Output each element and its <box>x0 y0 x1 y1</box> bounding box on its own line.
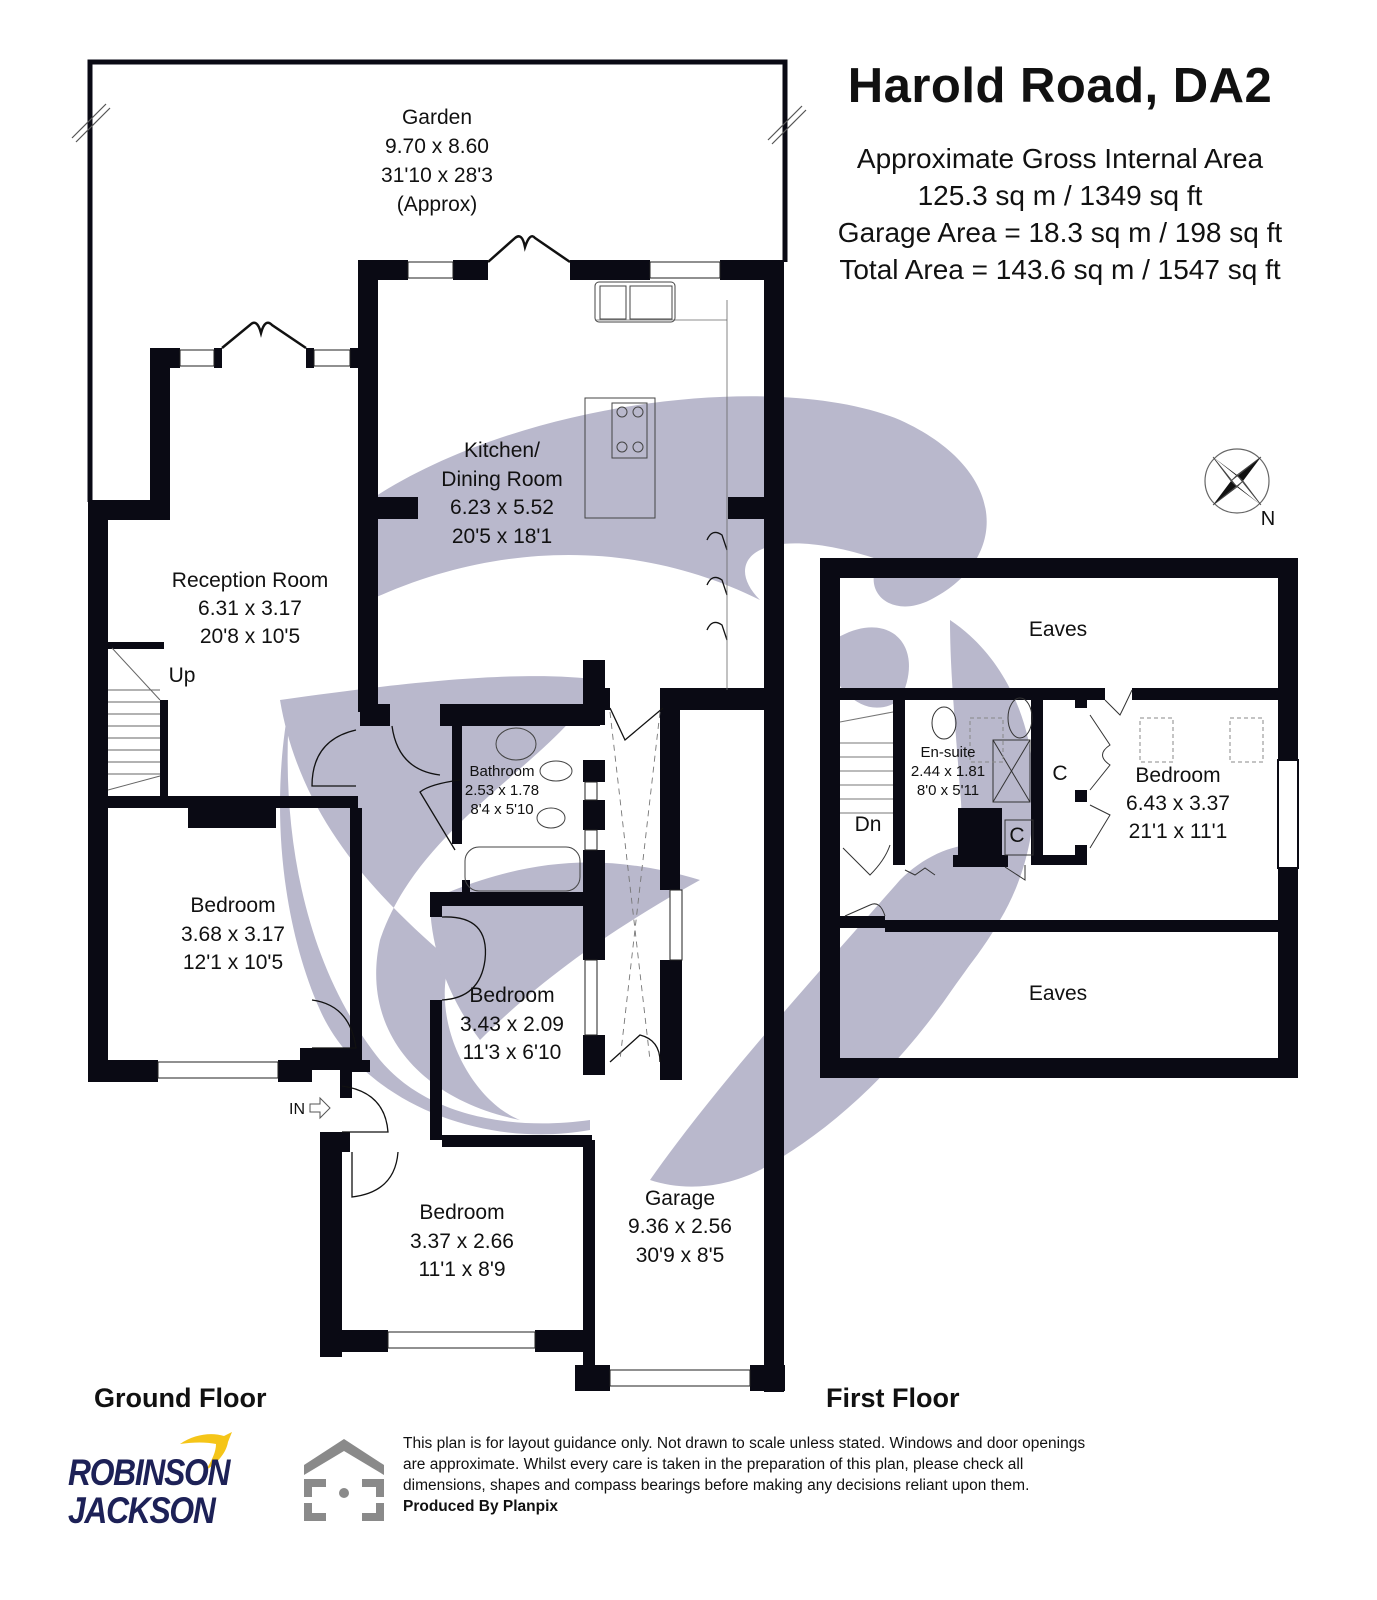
svg-text:Bedroom: Bedroom <box>190 894 275 917</box>
room-label-ensuite: En-suite 2.44 x 1.81 8'0 x 5'11 <box>911 744 985 799</box>
disclaimer-line-1: This plan is for layout guidance only. N… <box>403 1435 1086 1452</box>
total-area: Total Area = 143.6 sq m / 1547 sq ft <box>839 254 1281 285</box>
svg-text:30'9 x 8'5: 30'9 x 8'5 <box>636 1244 725 1267</box>
room-label-bedroom-left: Bedroom 3.68 x 3.17 12'1 x 10'5 <box>181 894 285 974</box>
svg-text:20'8 x 10'5: 20'8 x 10'5 <box>200 625 300 648</box>
svg-text:11'3 x 6'10: 11'3 x 6'10 <box>463 1041 562 1064</box>
room-label-garden: Garden 9.70 x 8.60 31'10 x 28'3 (Approx) <box>381 106 493 216</box>
garage-area: Garage Area = 18.3 sq m / 198 sq ft <box>837 217 1283 248</box>
stairs-down-label: Dn <box>855 813 882 836</box>
svg-text:Garage: Garage <box>645 1187 715 1210</box>
svg-text:6.31 x 3.17: 6.31 x 3.17 <box>198 597 302 620</box>
cupboard-label-2: C <box>1009 824 1024 847</box>
ground-floor-plan <box>71 59 807 1392</box>
ground-floor-label: Ground Floor <box>94 1383 267 1413</box>
swallow-bird-icon <box>180 1432 232 1470</box>
internal-area: 125.3 sq m / 1349 sq ft <box>917 180 1203 211</box>
stairs-up-label: Up <box>169 664 196 687</box>
entrance-arrow-icon <box>309 1096 331 1120</box>
disclaimer-line-3: dimensions, shapes and compass bearings … <box>403 1477 1030 1494</box>
planpix-logo-icon <box>304 1439 384 1521</box>
svg-text:(Approx): (Approx) <box>397 193 478 216</box>
disclaimer-line-2: are approximate. Whilst every care is ta… <box>403 1456 1024 1473</box>
room-label-eaves-top: Eaves <box>1029 618 1087 641</box>
area-summary: Approximate Gross Internal Area 125.3 sq… <box>800 140 1320 288</box>
svg-text:Kitchen/: Kitchen/ <box>464 439 540 462</box>
svg-text:21'1 x 11'1: 21'1 x 11'1 <box>1129 820 1228 843</box>
entrance-label: IN <box>289 1101 305 1118</box>
room-label-kitchen-dining: Kitchen/ Dining Room 6.23 x 5.52 20'5 x … <box>441 439 562 548</box>
svg-text:3.37 x 2.66: 3.37 x 2.66 <box>410 1230 514 1253</box>
svg-text:Bedroom: Bedroom <box>469 984 554 1007</box>
svg-text:Bedroom: Bedroom <box>419 1201 504 1224</box>
first-floor-plan <box>820 558 1299 1078</box>
cupboard-label-1: C <box>1052 762 1067 785</box>
svg-text:Dining Room: Dining Room <box>441 468 562 491</box>
compass-north-label: N <box>1261 508 1275 530</box>
svg-text:Bedroom: Bedroom <box>1135 764 1220 787</box>
svg-text:6.43 x 3.37: 6.43 x 3.37 <box>1126 792 1230 815</box>
room-label-reception: Reception Room 6.31 x 3.17 20'8 x 10'5 <box>172 569 328 648</box>
svg-text:2.44 x 1.81: 2.44 x 1.81 <box>911 763 985 780</box>
property-title: Harold Road, DA2 <box>847 59 1273 113</box>
agent-logo-line1: ROBINSON <box>68 1452 230 1493</box>
svg-text:3.43 x 2.09: 3.43 x 2.09 <box>460 1013 564 1036</box>
svg-text:En-suite: En-suite <box>920 744 975 761</box>
svg-text:9.70 x 8.60: 9.70 x 8.60 <box>385 135 489 158</box>
svg-text:8'4 x 5'10: 8'4 x 5'10 <box>470 801 533 818</box>
agent-logo-line2: JACKSON <box>68 1490 216 1531</box>
svg-text:6.23 x 5.52: 6.23 x 5.52 <box>450 496 554 519</box>
svg-text:9.36 x 2.56: 9.36 x 2.56 <box>628 1215 732 1238</box>
room-label-bedroom-first-floor: Bedroom 6.43 x 3.37 21'1 x 11'1 <box>1126 764 1230 843</box>
svg-text:8'0 x 5'11: 8'0 x 5'11 <box>917 782 979 799</box>
svg-text:2.53 x 1.78: 2.53 x 1.78 <box>465 782 539 799</box>
first-floor-label: First Floor <box>826 1383 960 1413</box>
agent-logo: ROBINSON JACKSON <box>64 1430 244 1540</box>
produced-by: Produced By Planpix <box>403 1498 559 1515</box>
svg-text:3.68 x 3.17: 3.68 x 3.17 <box>181 923 285 946</box>
svg-text:31'10 x 28'3: 31'10 x 28'3 <box>381 164 493 187</box>
room-label-eaves-bottom: Eaves <box>1029 982 1087 1005</box>
room-label-garage: Garage 9.36 x 2.56 30'9 x 8'5 <box>628 1187 732 1267</box>
svg-text:Reception Room: Reception Room <box>172 569 328 592</box>
svg-text:11'1 x 8'9: 11'1 x 8'9 <box>418 1258 505 1281</box>
disclaimer-text: This plan is for layout guidance only. N… <box>403 1433 1183 1517</box>
svg-text:Garden: Garden <box>402 106 472 129</box>
room-label-bathroom: Bathroom 2.53 x 1.78 8'4 x 5'10 <box>465 763 539 818</box>
svg-text:20'5 x 18'1: 20'5 x 18'1 <box>452 525 552 548</box>
svg-text:12'1 x 10'5: 12'1 x 10'5 <box>183 951 283 974</box>
area-heading: Approximate Gross Internal Area <box>856 143 1264 174</box>
compass-rose-icon <box>1204 448 1270 514</box>
svg-text:Bathroom: Bathroom <box>469 763 534 780</box>
room-label-bedroom-front: Bedroom 3.37 x 2.66 11'1 x 8'9 <box>410 1201 514 1281</box>
room-label-bedroom-middle: Bedroom 3.43 x 2.09 11'3 x 6'10 <box>460 984 564 1064</box>
